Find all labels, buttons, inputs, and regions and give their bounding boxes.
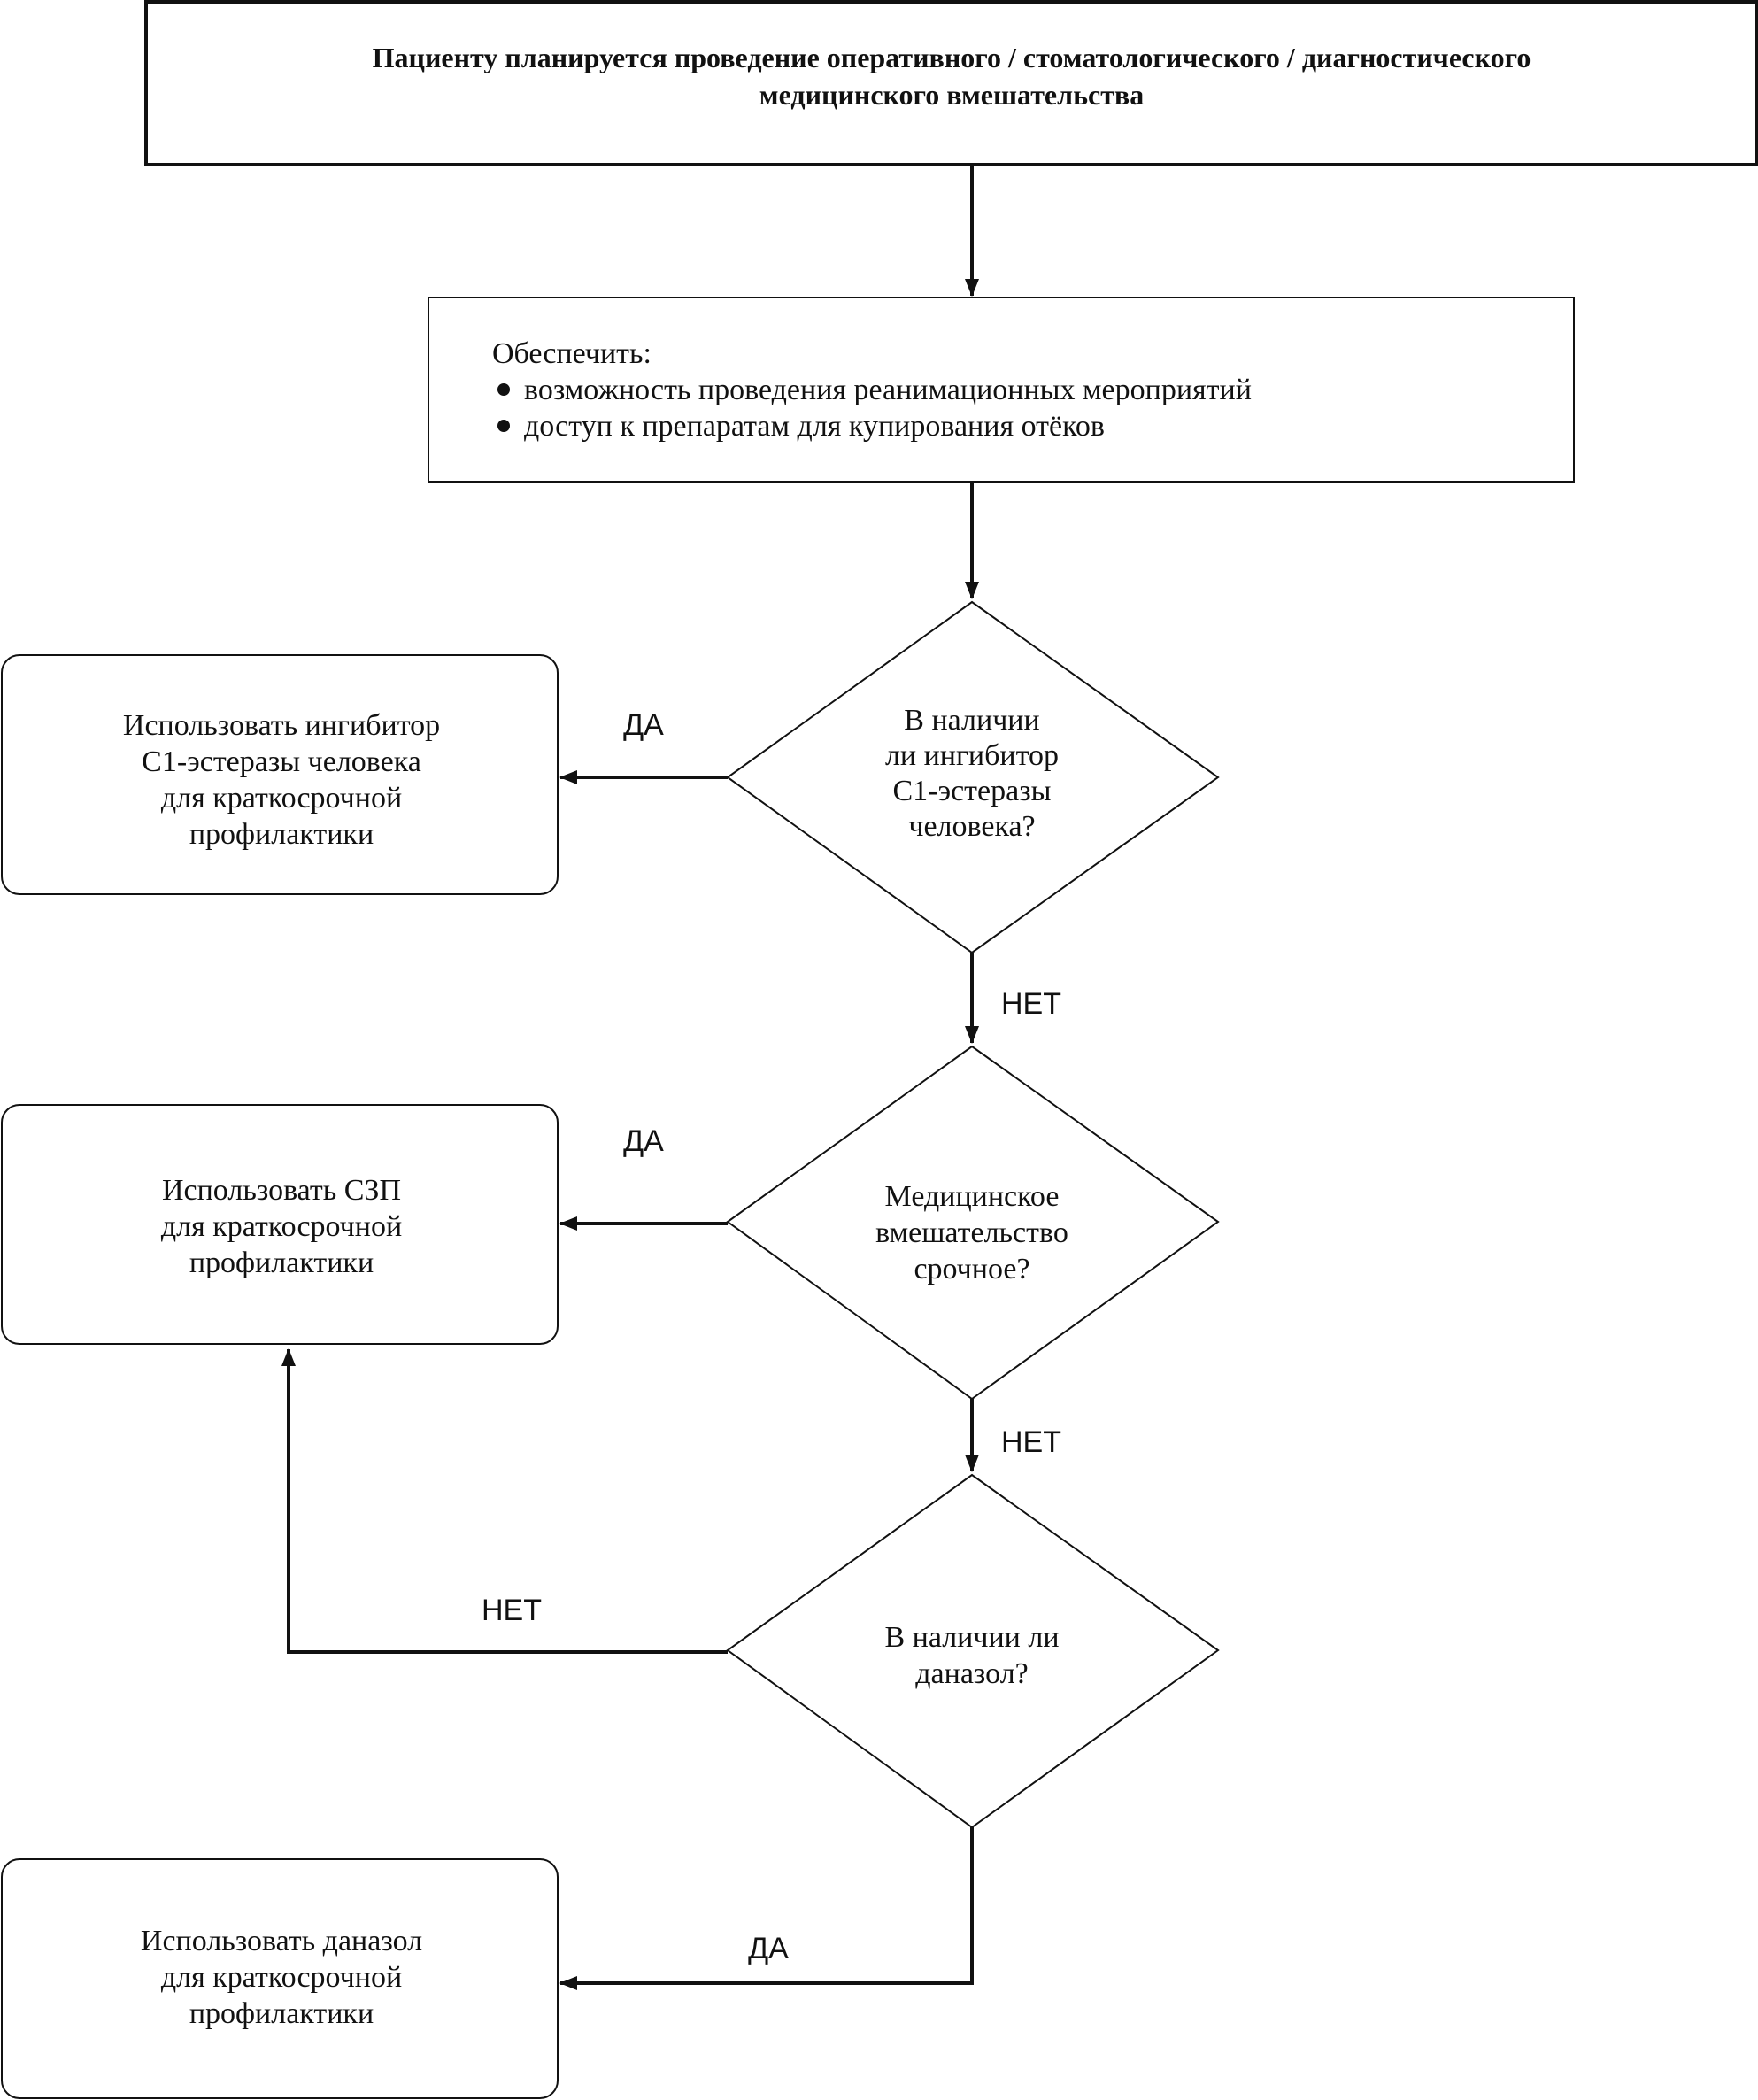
- ensure-box: Обеспечить: возможность проведения реани…: [428, 297, 1575, 483]
- ensure-bullet-1: возможность проведения реанимационных ме…: [524, 374, 1252, 406]
- decision-1-line: человека?: [908, 810, 1035, 843]
- start-box-line2: медицинского вмешательства: [759, 79, 1144, 111]
- action-use-ffp: Использовать СЗП для краткосрочной профи…: [1, 1104, 559, 1345]
- action-2-line: профилактики: [189, 1247, 374, 1279]
- edge-label-yes-2: ДА: [623, 1124, 664, 1158]
- decision-c1-inhibitor: В наличии ли ингибитор С1-эстеразы челов…: [726, 600, 1220, 954]
- ensure-heading: Обеспечить:: [492, 337, 652, 370]
- bullet-icon: [497, 420, 510, 432]
- decision-urgent: Медицинское вмешательство срочное?: [726, 1045, 1220, 1401]
- edge-label-yes-3: ДА: [748, 1932, 789, 1965]
- decision-3-line: даназол?: [915, 1657, 1029, 1690]
- action-use-c1-inhibitor: Использовать ингибитор С1-эстеразы челов…: [1, 654, 559, 895]
- decision-2-line: Медицинское: [885, 1180, 1060, 1213]
- action-use-danazol: Использовать даназол для краткосрочной п…: [1, 1858, 559, 2099]
- action-3-line: профилактики: [189, 1997, 374, 2030]
- arrow-yes-3: [559, 1827, 974, 1990]
- action-2-line: для краткосрочной: [161, 1210, 402, 1243]
- ensure-bullet-2: доступ к препаратам для купирования отёк…: [524, 410, 1105, 443]
- action-1-line: С1-эстеразы человека: [142, 745, 421, 778]
- decision-2-line: вмешательство: [875, 1216, 1068, 1249]
- decision-3-line: В наличии ли: [884, 1621, 1059, 1654]
- decision-1-line: ли ингибитор: [885, 739, 1059, 772]
- edge-label-no-2: НЕТ: [1001, 1425, 1061, 1459]
- decision-1-line: В наличии: [904, 704, 1039, 737]
- decision-2-line: срочное?: [914, 1253, 1029, 1285]
- action-1-line: Использовать ингибитор: [123, 709, 440, 742]
- decision-danazol: В наличии ли даназол?: [726, 1473, 1220, 1829]
- edge-label-no-1: НЕТ: [1001, 987, 1061, 1021]
- action-3-line: для краткосрочной: [161, 1961, 402, 1994]
- action-1-line: профилактики: [189, 818, 374, 851]
- arrow-no-3: [281, 1348, 728, 1654]
- action-3-line: Использовать даназол: [141, 1925, 422, 1957]
- action-2-line: Использовать СЗП: [162, 1174, 401, 1207]
- start-box-line1: Пациенту планируется проведение оператив…: [373, 42, 1531, 73]
- decision-1-line: С1-эстеразы: [893, 775, 1052, 807]
- bullet-icon: [497, 383, 510, 396]
- edge-label-no-3: НЕТ: [482, 1594, 542, 1627]
- edge-label-yes-1: ДА: [623, 708, 664, 742]
- action-1-line: для краткосрочной: [161, 782, 402, 815]
- start-box: Пациенту планируется проведение оператив…: [144, 0, 1758, 166]
